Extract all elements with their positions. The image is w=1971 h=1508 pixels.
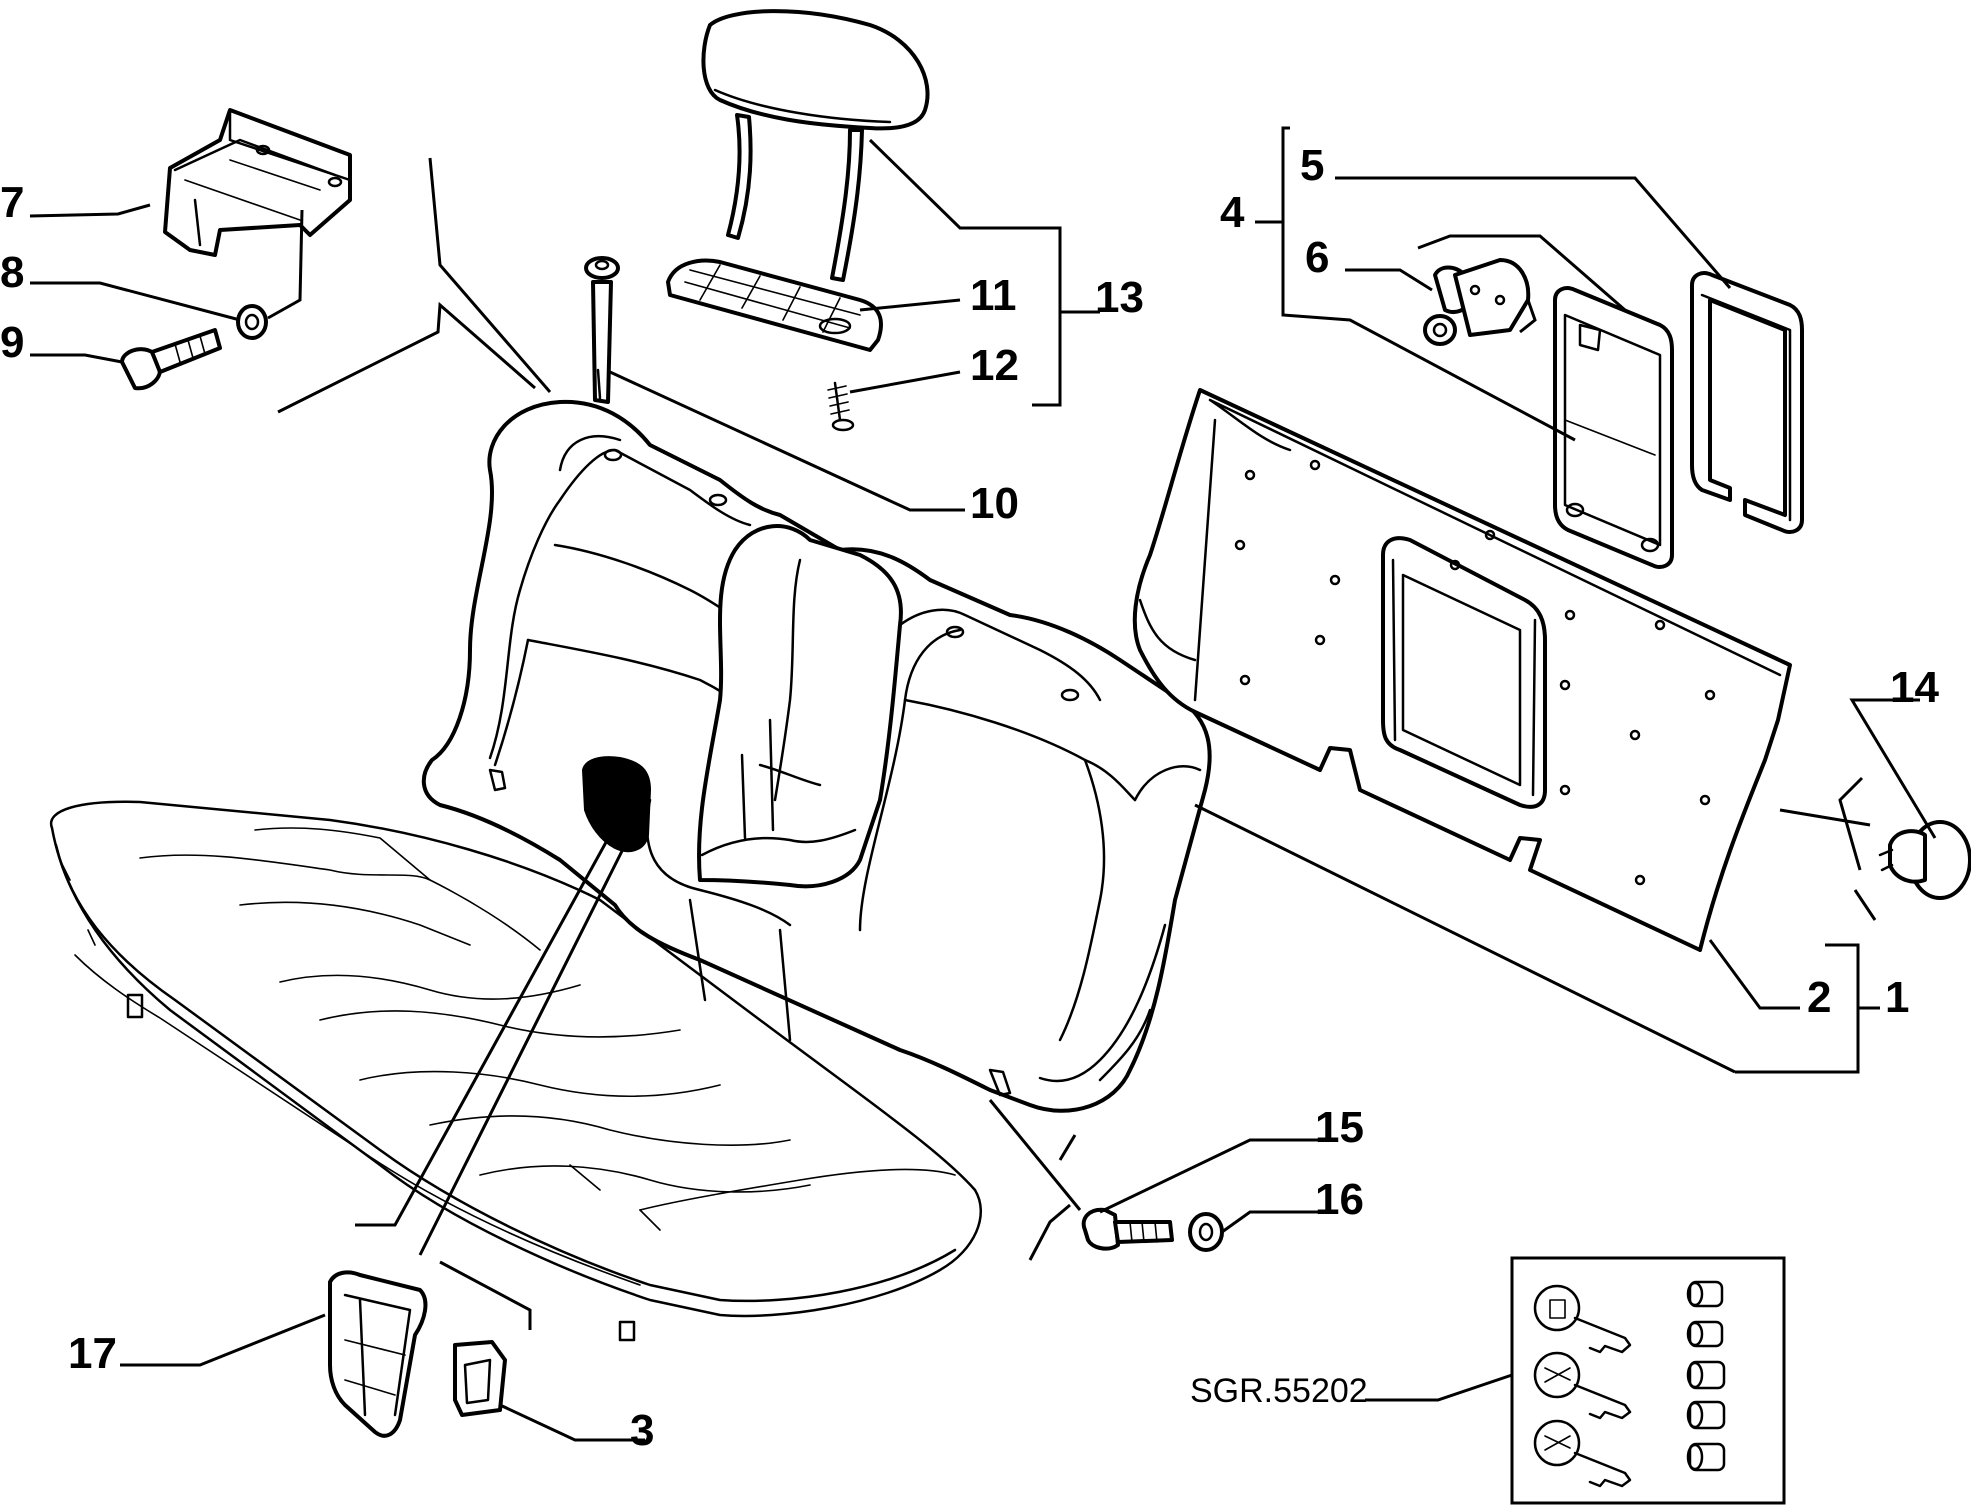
key-icon — [1533, 1419, 1632, 1488]
reference-code: SGR.55202 — [1190, 1372, 1368, 1410]
headrest — [701, 9, 930, 282]
callout-2: 2 — [1807, 973, 1831, 1022]
callout-5: 5 — [1300, 141, 1324, 190]
callout-1: 1 — [1885, 973, 1909, 1022]
callout-11: 11 — [970, 271, 1017, 320]
callout-9: 9 — [0, 318, 24, 367]
panel-fastener-holes — [1234, 459, 1716, 886]
buckle-insert-3 — [453, 1340, 507, 1417]
belt-guide-17 — [328, 1270, 428, 1438]
lock-cylinder-icon — [1686, 1400, 1726, 1430]
callout-8: 8 — [0, 248, 24, 297]
trim-frame — [1690, 271, 1804, 534]
bolt-15 — [1081, 1207, 1174, 1251]
callout-10: 10 — [970, 479, 1019, 528]
leader-lines — [29, 126, 1937, 1442]
callout-15: 15 — [1315, 1103, 1364, 1152]
lock-cylinder-icon — [1686, 1360, 1726, 1390]
headrest-guide-sleeve — [584, 256, 620, 404]
callout-14: 14 — [1890, 663, 1939, 712]
lock-cylinder-icon — [1686, 1280, 1724, 1308]
headrest-guide-bracket — [666, 258, 883, 352]
callout-12: 12 — [970, 341, 1019, 390]
key-icon — [1533, 1284, 1632, 1354]
bracket-7 — [163, 108, 352, 257]
callout-13: 13 — [1095, 273, 1144, 322]
screw-12 — [827, 381, 855, 432]
bolt-9 — [120, 328, 222, 391]
access-cover — [1553, 286, 1674, 569]
callout-3: 3 — [630, 1406, 654, 1455]
lock-cylinder-6 — [1423, 258, 1531, 346]
seat-cushion — [49, 800, 983, 1342]
washer-16 — [1188, 1212, 1224, 1252]
key-icon — [1533, 1351, 1632, 1420]
back-panel — [1132, 388, 1792, 952]
key-lock-inset — [1510, 1256, 1786, 1505]
lock-cylinder-icon — [1686, 1320, 1724, 1348]
washer-8 — [236, 304, 268, 340]
callout-6: 6 — [1305, 233, 1329, 282]
callout-7: 7 — [0, 178, 24, 227]
retaining-clip-14 — [1878, 820, 1971, 900]
callout-labels: 7 8 9 10 11 12 13 4 5 6 14 2 1 15 16 17 … — [0, 141, 1939, 1455]
seat-backrest — [421, 399, 1212, 1113]
callout-17: 17 — [68, 1329, 117, 1378]
callout-16: 16 — [1315, 1175, 1364, 1224]
callout-4: 4 — [1220, 188, 1245, 237]
lock-cylinder-icon — [1686, 1442, 1726, 1472]
